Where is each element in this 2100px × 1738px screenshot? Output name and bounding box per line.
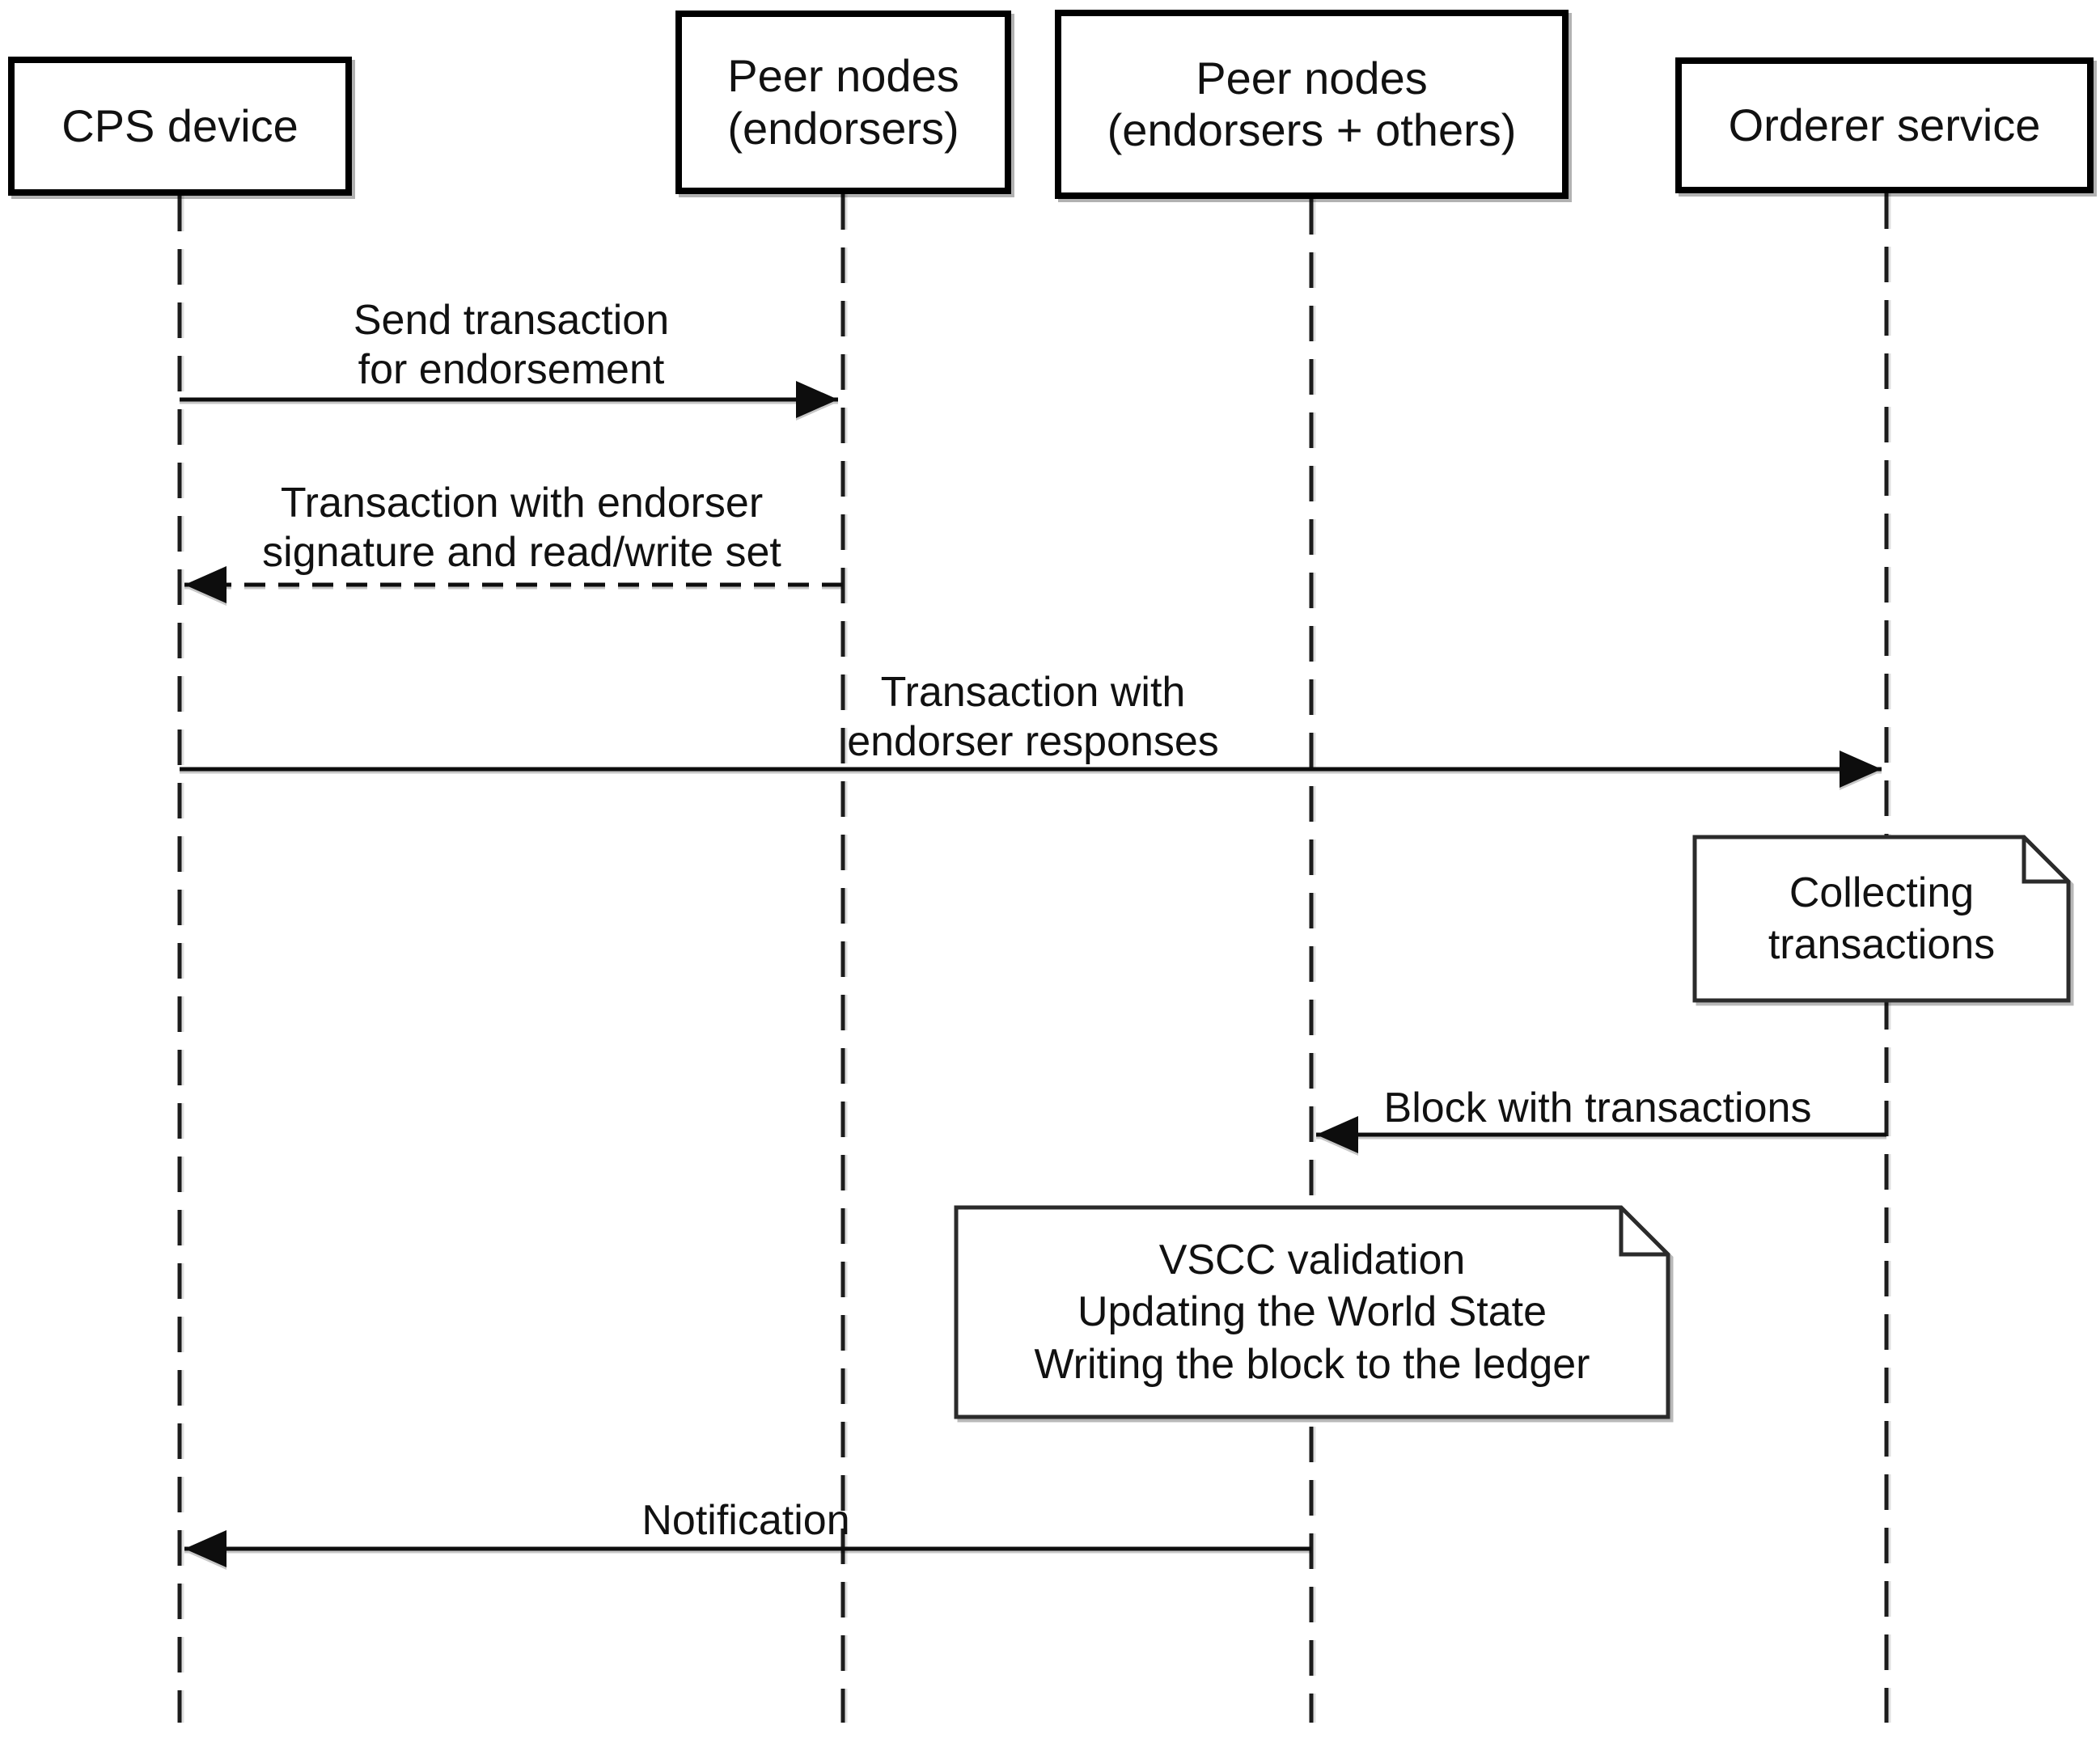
note-label-collecting-transactions: Collecting transactions — [1768, 869, 1996, 968]
note-vscc-validation-shape — [954, 1205, 1670, 1419]
actor-box-orderer-service: Orderer service — [1675, 57, 2094, 193]
message-label-notification: Notification — [641, 1497, 850, 1544]
actor-box-cps-device: CPS device — [8, 57, 352, 196]
message-label-block-with-transactions: Block with transactions — [1383, 1085, 1812, 1131]
actor-box-peer-endorsers-others: Peer nodes (endorsers + others) — [1055, 10, 1569, 199]
note-label-vscc-validation: VSCC validation Updating the World State… — [1034, 1236, 1590, 1388]
actor-box-peer-endorsers: Peer nodes (endorsers) — [675, 11, 1011, 194]
message-label-transaction-with-endorser-signature: Transaction with endorser signature and … — [262, 480, 781, 577]
message-label-transaction-with-endorser-responses: Transaction with endorser responses — [847, 669, 1219, 766]
note-collecting-transactions-shape — [1692, 835, 2071, 1003]
message-label-send-transaction: Send transaction for endorsement — [353, 297, 670, 394]
